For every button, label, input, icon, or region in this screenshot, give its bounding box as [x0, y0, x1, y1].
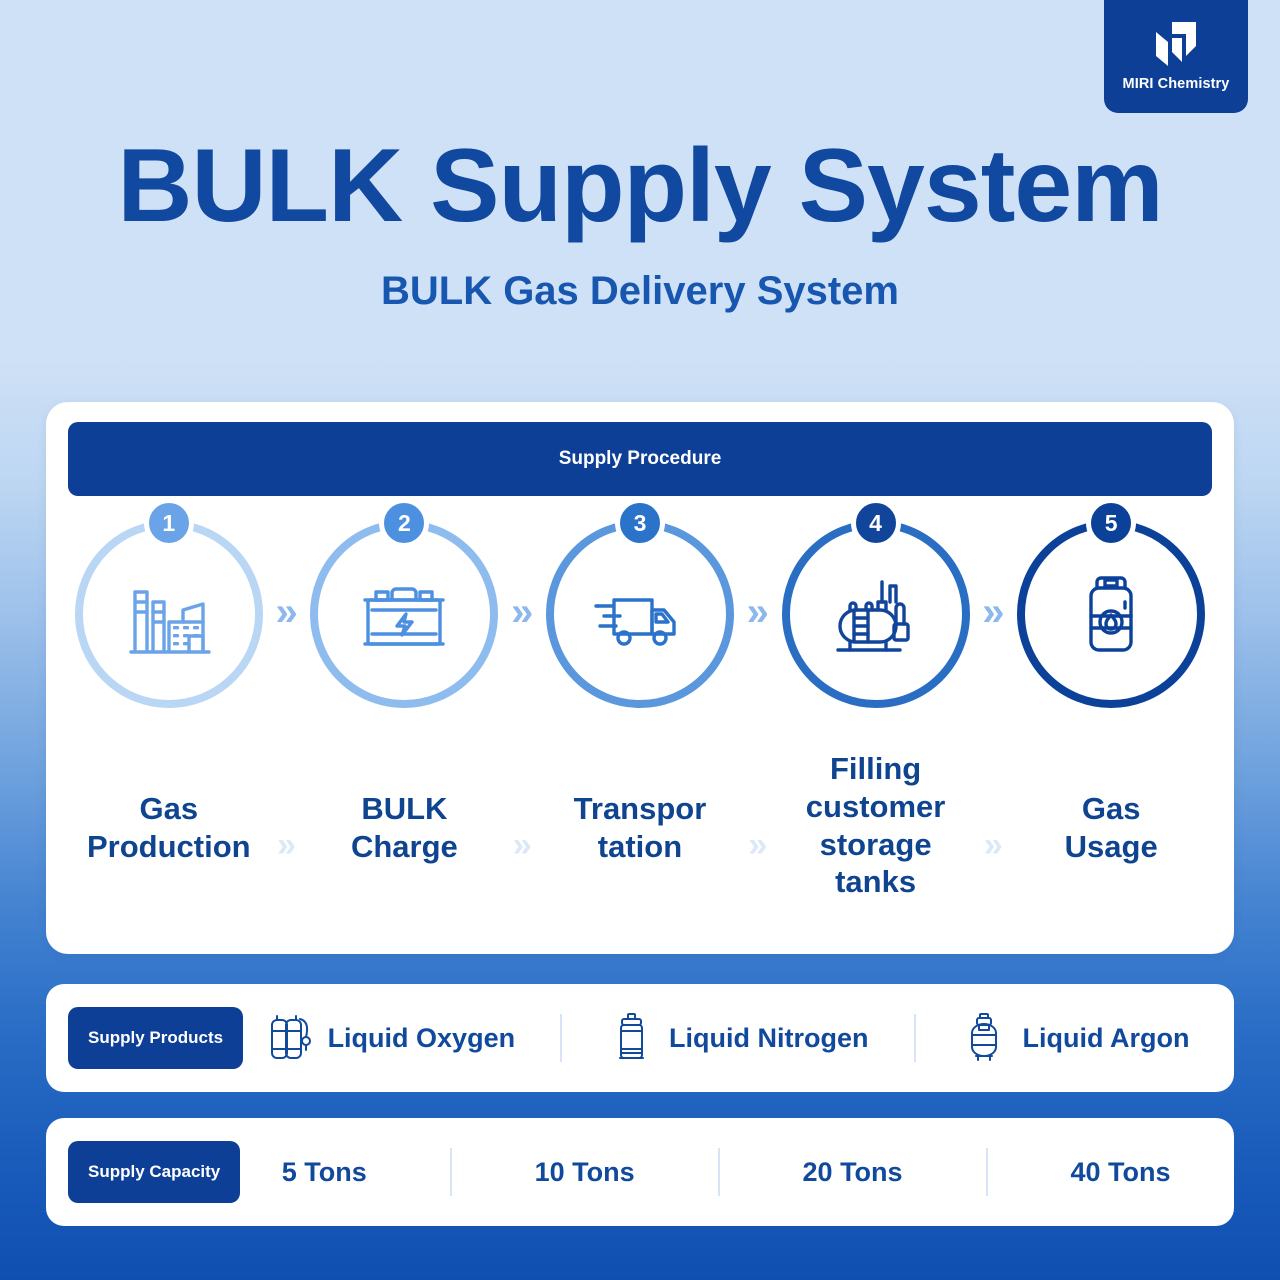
delivery-truck-icon	[588, 562, 692, 666]
procedure-steps-row: 1 »	[68, 498, 1212, 708]
step-3-label: Transpor tation	[539, 750, 741, 866]
step-1-number-badge: 1	[143, 498, 194, 548]
label-separator-chevron-4: »	[983, 826, 1003, 864]
capacity-item-2[interactable]: 10 Tons	[534, 1156, 635, 1187]
step-1-label-line1: Gas	[139, 791, 199, 826]
label-separator-chevron-1: »	[277, 826, 297, 864]
product-item-liquid-argon[interactable]: Liquid Argon	[960, 1011, 1189, 1065]
step-4-label-line4: tanks	[835, 864, 917, 900]
brand-logo-badge: MIRI Chemistry	[1104, 0, 1248, 113]
step-4-label-line2: customer	[805, 788, 946, 824]
procedure-step-3[interactable]: 3	[539, 498, 741, 708]
procedure-step-1[interactable]: 1	[68, 498, 270, 708]
supply-capacity-bar: Supply Capacity 5 Tons 10 Tons 20 Tons 4…	[46, 1118, 1234, 1226]
step-separator-chevron-4: »	[982, 590, 1005, 634]
page-heading: BULK Supply System BULK Gas Delivery Sys…	[0, 128, 1280, 314]
product-divider-1	[560, 1014, 563, 1062]
capacity-divider-1	[449, 1148, 452, 1196]
gas-cylinder-icon	[1059, 562, 1163, 666]
capacity-divider-2	[717, 1148, 720, 1196]
label-separator-chevron-2: »	[512, 826, 532, 864]
capacity-item-3[interactable]: 20 Tons	[802, 1156, 903, 1187]
capacity-divider-3	[985, 1148, 988, 1196]
cylinder-icon	[607, 1011, 655, 1065]
battery-icon	[352, 562, 456, 666]
step-2-label-line1: BULK	[361, 791, 448, 826]
product-item-liquid-nitrogen[interactable]: Liquid Nitrogen	[607, 1011, 869, 1065]
product-item-liquid-oxygen[interactable]: Liquid Oxygen	[266, 1011, 516, 1065]
step-1-label-line2: Production	[86, 828, 251, 864]
step-5-label-line2: Usage	[1064, 828, 1158, 864]
page-title: BULK Supply System	[117, 128, 1163, 244]
product-label-liquid-argon: Liquid Argon	[1022, 1022, 1190, 1053]
step-4-label-line3: storage	[819, 826, 932, 862]
supply-products-tag: Supply Products	[68, 1007, 244, 1069]
procedure-labels-row: Gas Production » BULK Charge » Transpor …	[68, 750, 1212, 901]
procedure-step-2[interactable]: 2	[304, 498, 506, 708]
label-separator-chevron-3: »	[748, 826, 768, 864]
step-4-label-line1: Filling	[829, 751, 922, 786]
procedure-step-4[interactable]: 4	[775, 498, 977, 708]
product-label-liquid-oxygen: Liquid Oxygen	[327, 1022, 516, 1053]
step-2-label-line2: Charge	[350, 828, 458, 864]
supply-procedure-title: Supply Procedure	[558, 448, 722, 469]
factory-icon	[117, 562, 221, 666]
step-2-circle	[310, 520, 499, 708]
tank-cylinder-icon	[960, 1011, 1008, 1065]
capacity-item-1[interactable]: 5 Tons	[281, 1156, 367, 1187]
step-4-number-badge: 4	[850, 498, 901, 548]
step-2-number-badge: 2	[379, 498, 430, 548]
step-3-number-badge: 3	[614, 498, 665, 548]
step-separator-chevron-1: »	[275, 590, 298, 634]
twin-cylinder-icon	[266, 1011, 314, 1065]
step-2-label: BULK Charge	[304, 750, 506, 866]
step-separator-chevron-3: »	[746, 590, 769, 634]
supply-capacity-tag: Supply Capacity	[68, 1141, 241, 1203]
supply-products-bar: Supply Products	[46, 984, 1234, 1092]
supply-products-items: Liquid Oxygen Liquid Nitrogen	[243, 1011, 1212, 1065]
step-1-label: Gas Production	[68, 750, 270, 866]
procedure-step-5[interactable]: 5	[1010, 498, 1212, 708]
product-divider-2	[913, 1014, 916, 1062]
page-subtitle: BULK Gas Delivery System	[380, 269, 899, 314]
storage-tank-icon	[824, 562, 928, 666]
step-5-circle	[1017, 520, 1206, 708]
miri-logo-mark-icon	[1152, 21, 1200, 66]
brand-name: MIRI Chemistry	[1122, 75, 1230, 92]
supply-procedure-card: Supply Procedure	[46, 402, 1234, 954]
step-5-label-line1: Gas	[1081, 791, 1141, 826]
step-3-label-line2: tation	[597, 828, 683, 864]
supply-capacity-items: 5 Tons 10 Tons 20 Tons 40 Tons	[240, 1148, 1212, 1196]
step-5-label: Gas Usage	[1010, 750, 1212, 866]
step-separator-chevron-2: »	[511, 590, 534, 634]
capacity-item-4[interactable]: 40 Tons	[1070, 1156, 1171, 1187]
step-4-circle	[781, 520, 970, 708]
supply-procedure-header: Supply Procedure	[68, 422, 1212, 496]
step-1-circle	[74, 520, 263, 708]
step-4-label: Filling customer storage tanks	[775, 750, 977, 901]
product-label-liquid-nitrogen: Liquid Nitrogen	[669, 1022, 869, 1053]
step-3-label-line1: Transpor	[573, 791, 707, 826]
step-5-number-badge: 5	[1086, 498, 1137, 548]
step-3-circle	[545, 520, 734, 708]
